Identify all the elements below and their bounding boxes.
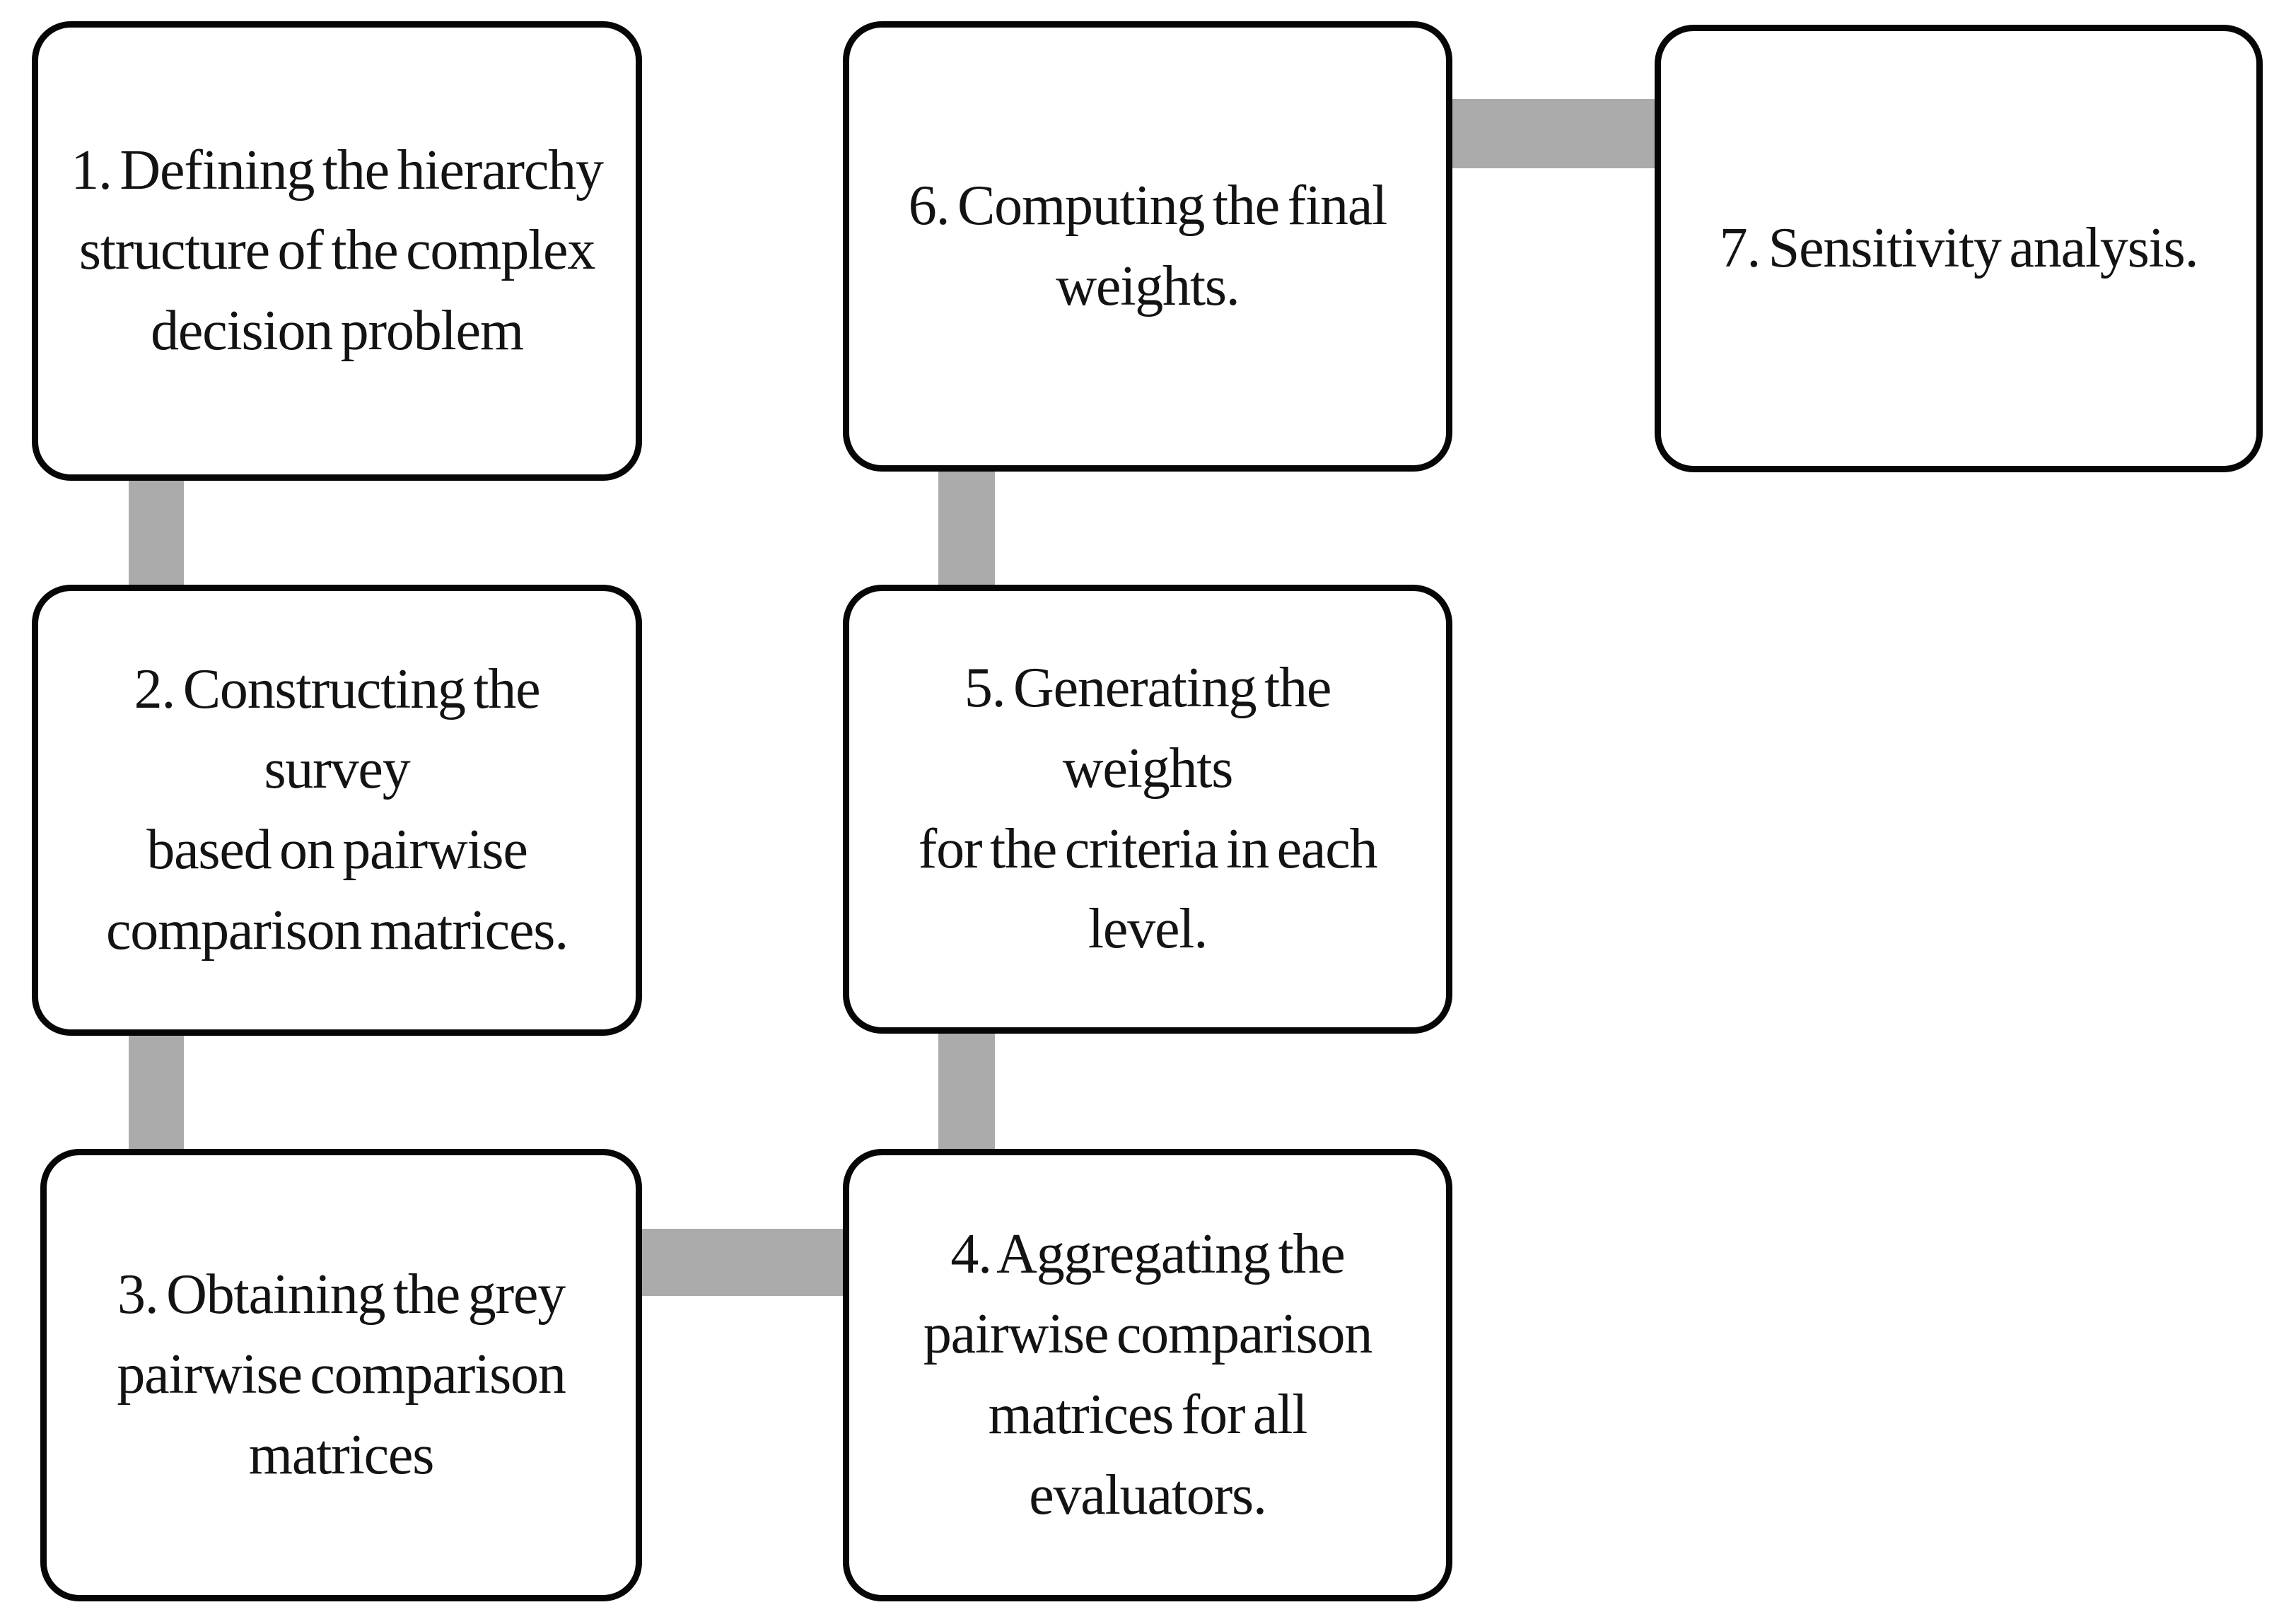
step-label-1: 1. Defining the hierarchy structure of t… [71, 139, 604, 362]
connector-step5-step6 [938, 445, 995, 608]
step-box-4: 4. Aggregating the pairwise comparison m… [843, 1149, 1452, 1601]
step-label-6: 6. Computing the final weights. [908, 174, 1388, 317]
step-label-7: 7. Sensitivity analysis. [1719, 216, 2199, 279]
step-box-1: 1. Defining the hierarchy structure of t… [32, 21, 642, 481]
step-box-6: 6. Computing the final weights. [843, 21, 1452, 472]
connector-step4-step5 [938, 1007, 995, 1174]
step-box-5: 5. Generating the weights for the criter… [843, 585, 1452, 1034]
step-box-3: 3. Obtaining the grey pairwise compariso… [40, 1149, 642, 1601]
step-label-2: 2. Constructing the survey based on pair… [105, 658, 569, 962]
step-label-4: 4. Aggregating the pairwise comparison m… [923, 1222, 1372, 1526]
step-box-2: 2. Constructing the survey based on pair… [32, 585, 642, 1036]
step-label-3: 3. Obtaining the grey pairwise compariso… [117, 1263, 566, 1486]
connector-step3-step4 [622, 1229, 863, 1296]
step-label-5: 5. Generating the weights for the criter… [918, 657, 1378, 961]
connector-step6-step7 [1435, 99, 1676, 168]
step-box-7: 7. Sensitivity analysis. [1655, 25, 2263, 472]
